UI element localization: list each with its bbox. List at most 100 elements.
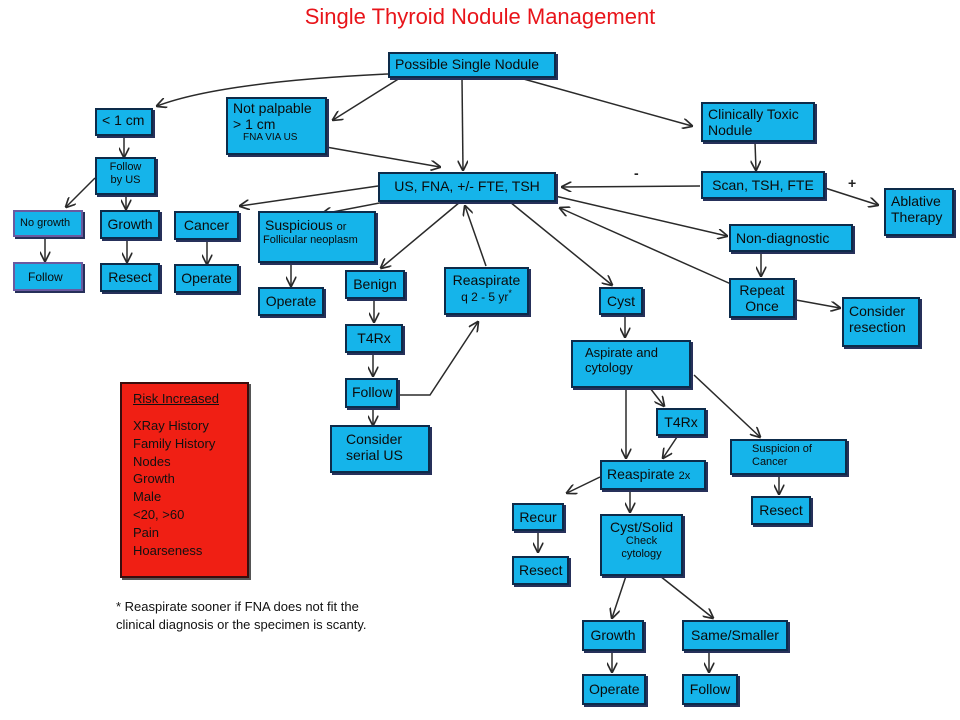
- node-cyst: Cyst: [599, 287, 643, 315]
- node-cyst-solid-line3: cytology: [621, 547, 662, 560]
- node-growth-left: Growth: [100, 210, 160, 239]
- node-not-palpable-line3: FNA VIA US: [243, 132, 298, 144]
- risk-item: Family History: [133, 435, 216, 451]
- arrow-followus-to-nogrowth: [66, 177, 96, 207]
- node-suspicious-line1: Suspicious or: [265, 217, 369, 234]
- footnote-line2: clinical diagnosis or the specimen is sc…: [116, 616, 367, 632]
- arrow-reaspirate-to-usfna: [465, 206, 487, 267]
- arrow-usfna-to-cancer: [240, 185, 379, 206]
- node-clinically-toxic-line1: Clinically Toxic: [708, 106, 799, 122]
- node-possible-single-nodule: Possible Single Nodule: [388, 52, 556, 78]
- node-resect-suspicion: Resect: [751, 496, 811, 525]
- risk-list: XRay History Family History Nodes Growth…: [133, 417, 236, 559]
- arrow-nodule-to-toxic: [519, 77, 692, 126]
- node-benign: Benign: [345, 270, 405, 299]
- node-consider-resection-line1: Consider: [849, 303, 906, 319]
- node-serial-us-line2: serial US: [346, 447, 403, 464]
- node-aspirate-line1: Aspirate and: [585, 345, 658, 360]
- node-suspicious-word: Suspicious: [265, 217, 333, 233]
- arrow-notpalpable-to-usfna: [325, 146, 440, 167]
- risk-item: Hoarseness: [133, 542, 203, 558]
- node-follow-benign: Follow: [345, 378, 398, 408]
- node-cyst-solid-line1: Cyst/Solid: [609, 519, 674, 535]
- risk-item: <20, >60: [133, 506, 185, 522]
- node-reaspirate-2x-word: Reaspirate: [607, 466, 675, 482]
- node-suspicion-of-cancer: Suspicion of Cancer: [730, 439, 847, 475]
- node-lt-1cm: < 1 cm: [95, 108, 153, 136]
- node-t4rx-cyst: T4Rx: [656, 408, 706, 436]
- risk-item: Pain: [133, 524, 160, 540]
- node-ablative-therapy: Ablative Therapy: [884, 188, 954, 236]
- node-operate-suspicious: Operate: [258, 287, 324, 316]
- node-consider-resection: Consider resection: [842, 297, 920, 347]
- arrow-usfna-to-cyst: [509, 201, 612, 285]
- arrow-repeat-to-resection: [795, 299, 840, 308]
- node-scan-tsh-fte: Scan, TSH, FTE: [701, 171, 825, 199]
- node-operate-growth: Operate: [582, 674, 646, 705]
- arrow-usfna-to-nondiagnostic: [554, 195, 727, 236]
- arrow-nodule-to-lt1cm: [157, 73, 389, 106]
- node-clinically-toxic: Clinically Toxic Nodule: [701, 102, 815, 142]
- arrow-repeat-to-usfna: [560, 208, 741, 289]
- minus-sign: -: [634, 165, 639, 181]
- risk-item: XRay History: [133, 418, 209, 433]
- node-follow-by-us: Follow by US: [95, 157, 156, 195]
- node-reaspirate-2x-count: 2x: [678, 470, 691, 482]
- node-us-fna-tsh: US, FNA, +/- FTE, TSH: [378, 172, 556, 202]
- node-follow-left: Follow: [13, 262, 83, 291]
- node-ablative-line2: Therapy: [891, 209, 943, 226]
- diagram-title: Single Thyroid Nodule Management: [304, 4, 656, 29]
- node-same-smaller: Same/Smaller: [682, 620, 788, 651]
- node-ablative-line1: Ablative: [891, 193, 941, 209]
- node-operate-cancer: Operate: [174, 264, 239, 293]
- arrow-scan-to-ablative: [824, 187, 878, 205]
- node-clinically-toxic-line2: Nodule: [708, 122, 753, 139]
- footnote-line1: * Reaspirate sooner if FNA does not fit …: [116, 599, 359, 614]
- node-not-palpable: Not palpable > 1 cm FNA VIA US: [226, 97, 327, 155]
- node-t4rx-benign: T4Rx: [345, 324, 403, 353]
- arrow-nodule-to-usfna: [462, 77, 463, 170]
- arrow-scan-to-usfna: [562, 186, 701, 187]
- node-cyst-solid: Cyst/Solid Check cytology: [600, 514, 683, 576]
- node-cancer: Cancer: [174, 211, 239, 240]
- node-suspicious-line2: Follicular neoplasm: [263, 233, 358, 246]
- node-reaspirate-q2-5yr: Reaspirate q 2 - 5 yr*: [444, 267, 529, 315]
- node-aspirate-cytology: Aspirate and cytology: [571, 340, 691, 388]
- node-serial-us-line1: Consider: [346, 431, 403, 447]
- node-growth-cyst: Growth: [582, 620, 644, 651]
- footnote: * Reaspirate sooner if FNA does not fit …: [116, 598, 446, 633]
- node-aspirate-line2: cytology: [585, 359, 633, 375]
- node-not-palpable-line1: Not palpable: [233, 100, 312, 116]
- node-resect-recur: Resect: [512, 556, 569, 585]
- node-repeat-once: Repeat Once: [729, 278, 795, 318]
- arrow-follow-to-reaspirate: [398, 322, 478, 396]
- node-follow-same: Follow: [682, 674, 738, 705]
- arrow-t4rx-to-reaspirate: [663, 433, 680, 458]
- node-recur: Recur: [512, 503, 564, 531]
- arrow-toxic-to-scan: [755, 141, 756, 170]
- node-suspicion-line2: Cancer: [752, 455, 788, 468]
- node-no-growth: No growth: [13, 210, 83, 237]
- arrow-cystsolid-to-samesmaller: [659, 575, 713, 618]
- arrow-reaspirate-to-recur: [567, 476, 601, 493]
- node-reaspirate-q2-line1: Reaspirate: [452, 272, 521, 288]
- node-follow-by-us-line1: Follow: [109, 161, 142, 173]
- node-not-palpable-line2: > 1 cm: [233, 116, 276, 133]
- node-reaspirate-q2-asterisk: *: [508, 288, 512, 299]
- node-repeat-once-line2: Once: [745, 298, 779, 315]
- risk-item: Growth: [133, 471, 175, 487]
- node-suspicious-or: or: [336, 221, 347, 233]
- arrow-nodule-to-notpalpable: [333, 77, 401, 120]
- node-reaspirate-q2-line2: q 2 - 5 yr*: [451, 288, 522, 305]
- node-suspicion-line1: Suspicion of: [752, 443, 812, 455]
- risk-item: Nodes: [133, 453, 171, 469]
- node-follow-by-us-line2: by US: [110, 173, 141, 186]
- risk-increased-box: Risk Increased XRay History Family Histo…: [120, 382, 249, 578]
- node-non-diagnostic: Non-diagnostic: [729, 224, 853, 252]
- node-cyst-solid-line2: Check: [625, 535, 658, 548]
- arrow-usfna-to-benign: [381, 201, 461, 268]
- risk-item: Male: [133, 489, 162, 505]
- node-consider-resection-line2: resection: [849, 319, 906, 336]
